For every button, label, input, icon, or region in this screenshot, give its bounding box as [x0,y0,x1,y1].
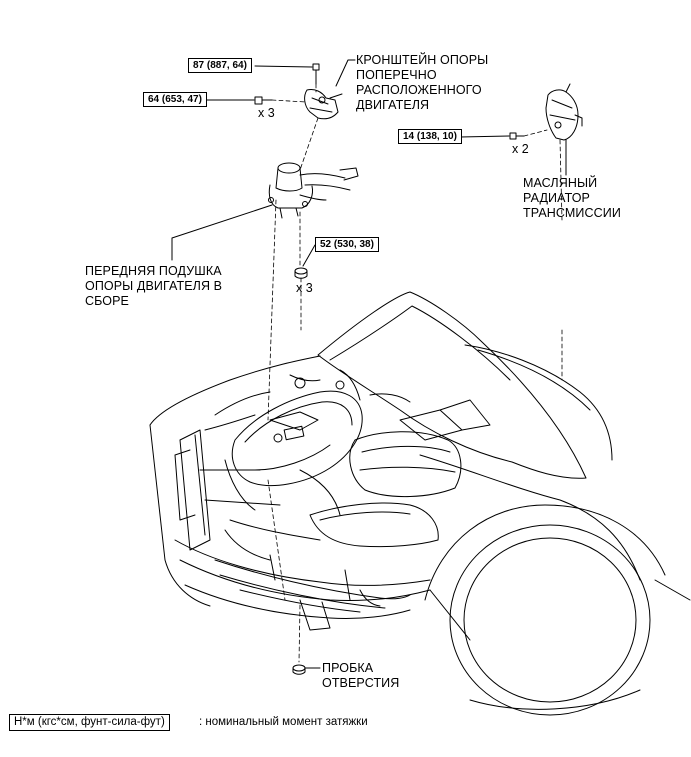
label-line: МАСЛЯНЫЙ [523,176,598,190]
label-oil-cooler: МАСЛЯНЫЙ РАДИАТОР ТРАНСМИССИИ [523,176,621,221]
label-line: КРОНШТЕЙН ОПОРЫ [356,53,489,67]
label-bracket: КРОНШТЕЙН ОПОРЫ ПОПЕРЕЧНО РАСПОЛОЖЕННОГО… [356,53,488,113]
headlamp [309,502,439,548]
label-line: РАДИАТОР [523,191,590,205]
label-line: ПОПЕРЕЧНО [356,68,437,82]
label-line: РАСПОЛОЖЕННОГО [356,83,482,97]
nuts-52 [294,267,308,279]
front-wheel [449,524,651,716]
label-line: ДВИГАТЕЛЯ [356,98,430,112]
car-body [149,291,691,716]
label-hole-plug: ПРОБКА ОТВЕРСТИЯ [322,661,399,691]
label-line: ПРОБКА [322,661,374,675]
label-line: ОПОРЫ ДВИГАТЕЛЯ В [85,279,223,293]
quantity-bolts-64: x 3 [258,106,275,120]
bolt-87 [312,63,320,85]
torque-spec-64: 64 (653, 47) [143,92,207,107]
alignment-lines [267,83,563,663]
engine-mount-bracket [304,89,343,120]
hole-plug [292,664,306,675]
engine-bay [174,369,491,631]
quantity-nuts-52: x 3 [296,281,313,295]
torque-spec-87: 87 (887, 64) [188,58,252,73]
bolts-14 [509,132,525,140]
subframe [214,559,411,600]
label-line: СБОРЕ [85,294,129,308]
label-line: ОТВЕРСТИЯ [322,676,400,690]
torque-spec-14: 14 (138, 10) [398,129,462,144]
front-engine-mount [268,162,359,219]
torque-spec-52: 52 (530, 38) [315,237,379,252]
label-line: ТРАНСМИССИИ [523,206,621,220]
bolts-64 [254,96,273,105]
label-front-mount: ПЕРЕДНЯЯ ПОДУШКА ОПОРЫ ДВИГАТЕЛЯ В СБОРЕ [85,264,222,309]
legend-description: : номинальный момент затяжки [199,716,368,728]
hood [317,291,587,479]
label-line: ПЕРЕДНЯЯ ПОДУШКА [85,264,222,278]
wheel-arch [424,504,666,601]
leader-lines [171,59,567,669]
quantity-bolts-14: x 2 [512,142,529,156]
legend-units-box: Н*м (кгс*см, фунт-сила-фут) [9,714,170,731]
transmission-oil-cooler [545,83,583,141]
engine-cover [231,390,363,487]
